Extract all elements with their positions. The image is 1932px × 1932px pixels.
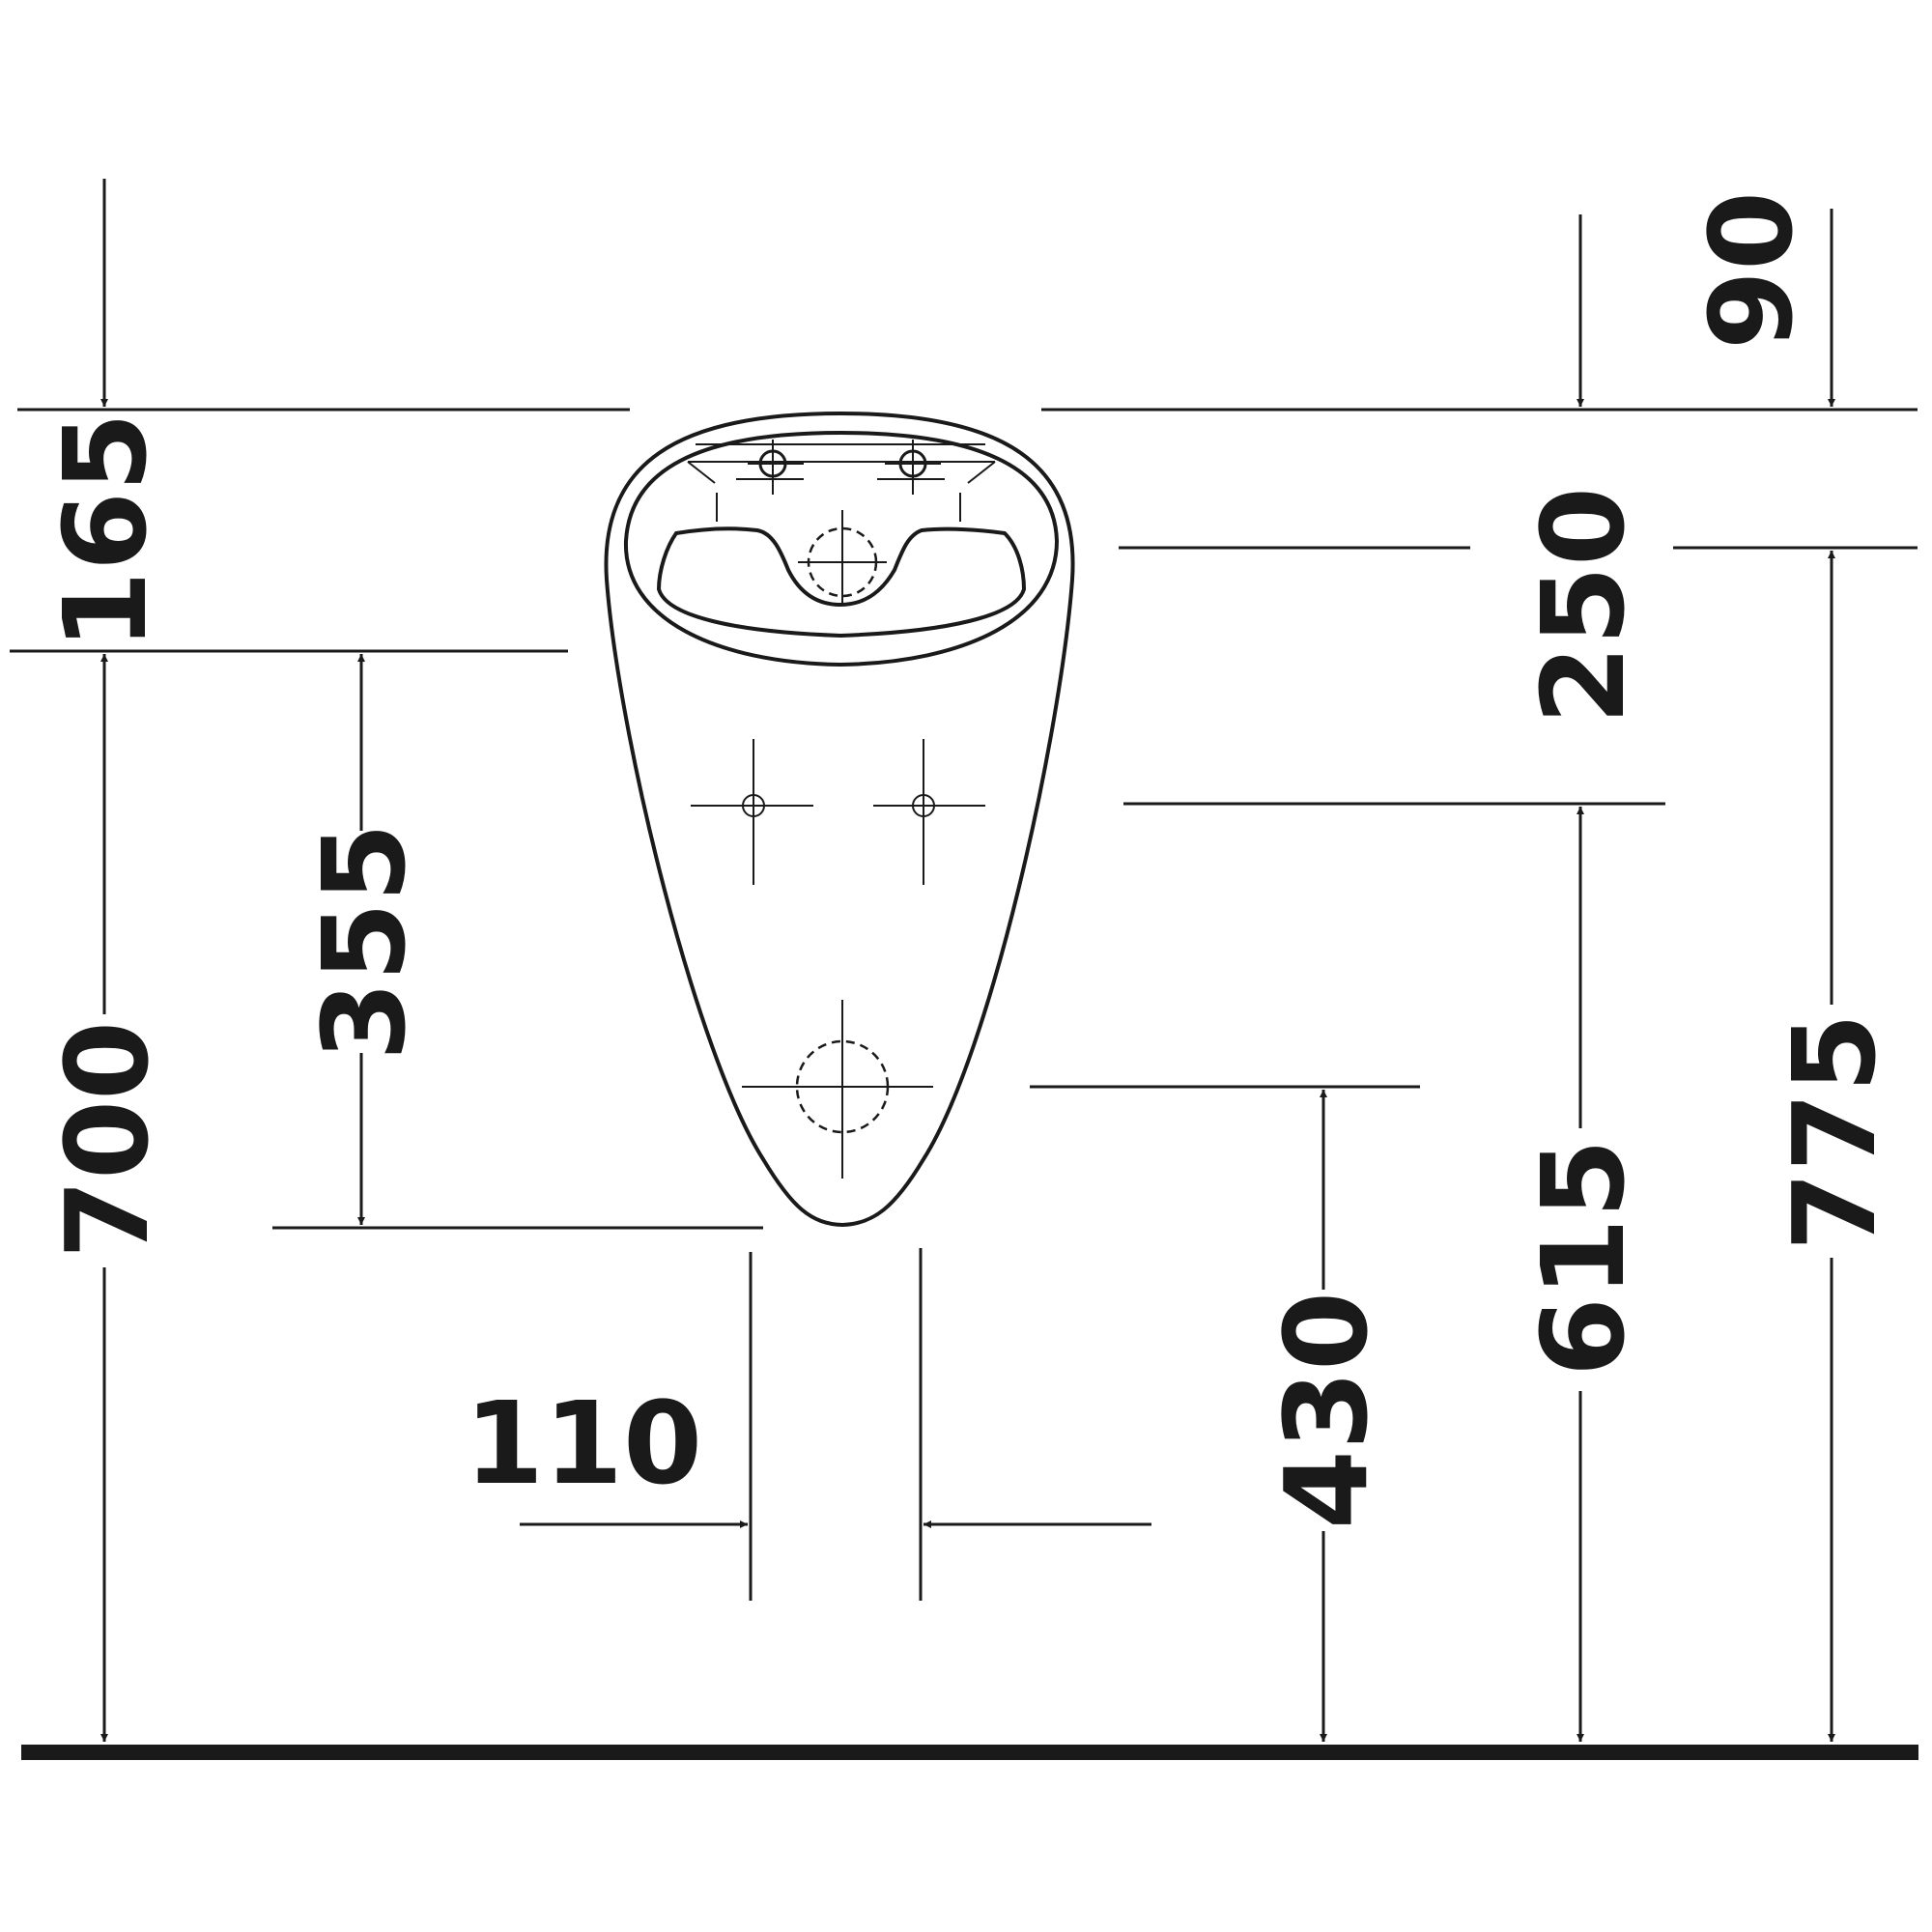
- dimension-615-label: 615: [1517, 1139, 1650, 1377]
- dimension-355: 355: [298, 654, 431, 1225]
- extension-lines: [10, 408, 1918, 1601]
- dimension-700: 700: [41, 654, 174, 1742]
- dimension-165-label: 165: [39, 412, 172, 650]
- dimension-430-label: 430: [1260, 1292, 1393, 1529]
- middle-fixing-point-left: [691, 739, 813, 885]
- dimension-90-label: 90: [1685, 191, 1818, 350]
- top-fixing-point-right: [885, 440, 941, 495]
- dimension-430: 430: [1260, 1090, 1393, 1742]
- dimension-615: 615: [1517, 807, 1650, 1742]
- dimension-775: 775: [1768, 551, 1901, 1742]
- water-inlet-marker: [798, 510, 887, 603]
- dimension-110-label: 110: [465, 1377, 702, 1510]
- top-fixing-point-left: [748, 440, 804, 495]
- middle-fixing-point-right: [873, 739, 985, 885]
- dimension-775-label: 775: [1768, 1013, 1901, 1251]
- dimension-250-label: 250: [1517, 487, 1650, 724]
- urinal-outline: [604, 411, 1075, 1228]
- drain-outlet-marker: [742, 1000, 933, 1179]
- dimension-250: 250: [1517, 214, 1650, 724]
- floor-line: [21, 1745, 1918, 1760]
- dimension-700-label: 700: [41, 1021, 174, 1259]
- dimension-165: 165: [39, 179, 172, 650]
- dimension-110: 110: [465, 1377, 1151, 1528]
- dimension-90: 90: [1685, 191, 1835, 407]
- dimension-355-label: 355: [298, 823, 431, 1061]
